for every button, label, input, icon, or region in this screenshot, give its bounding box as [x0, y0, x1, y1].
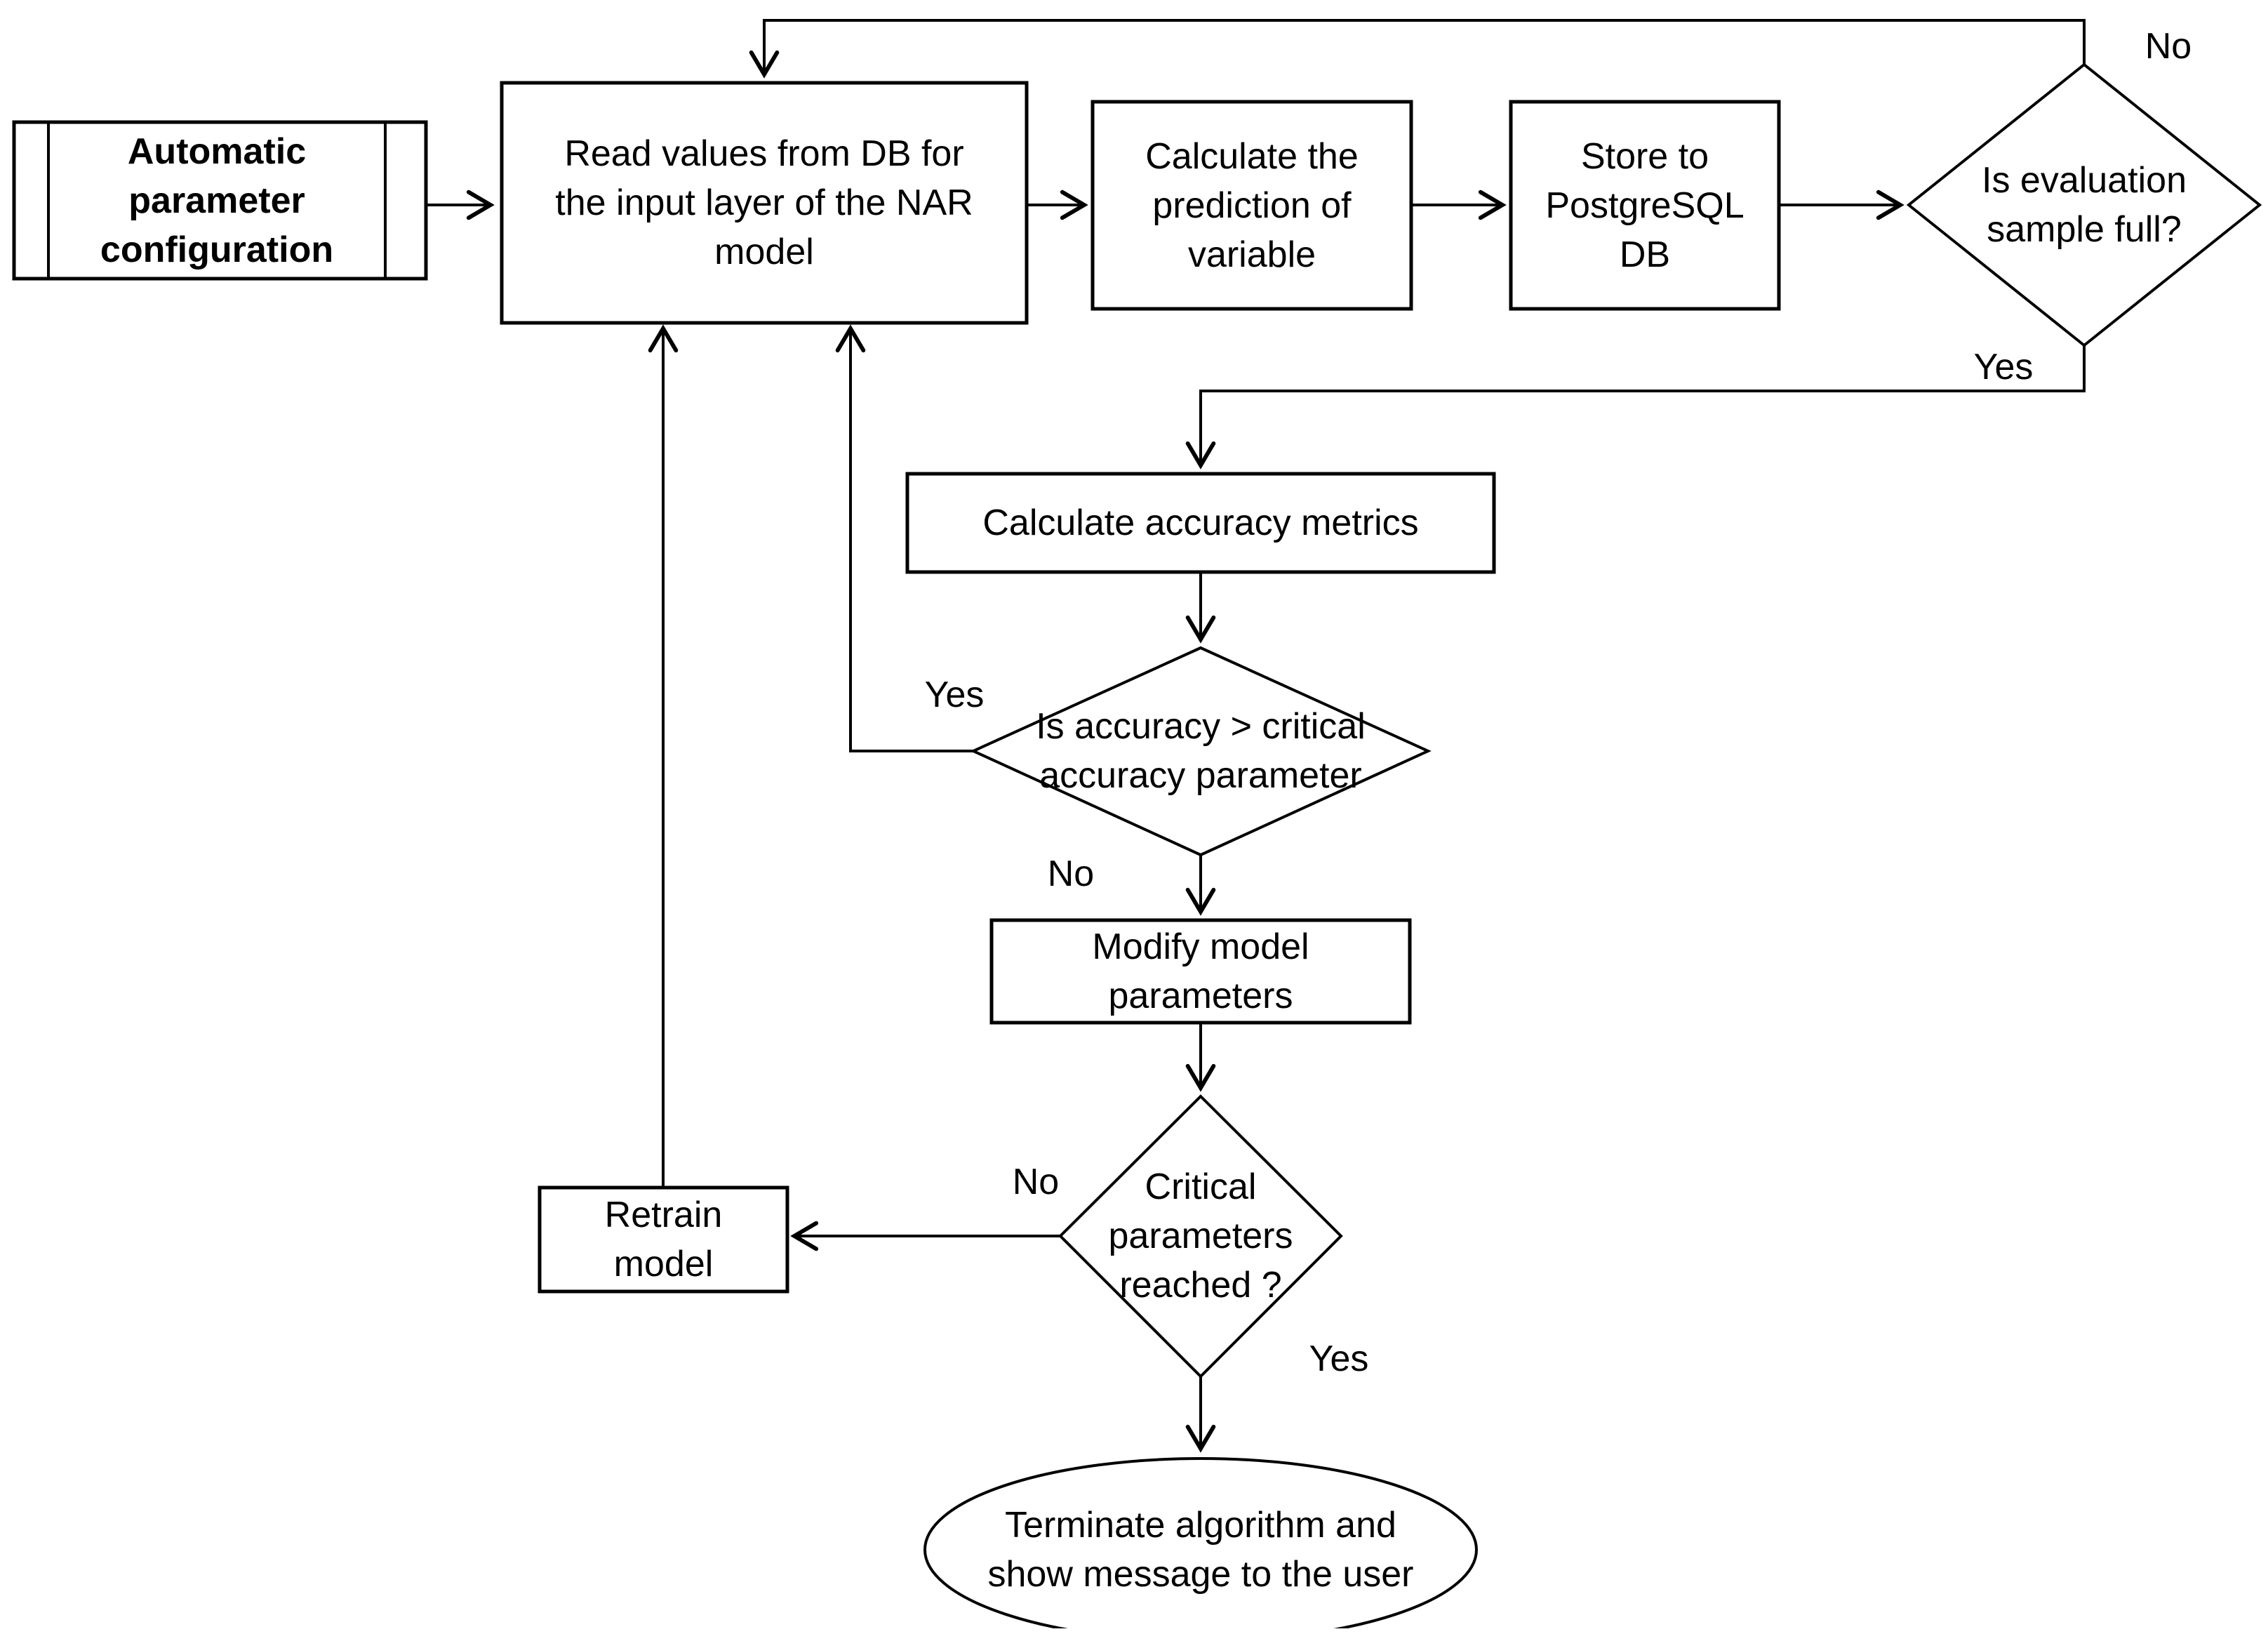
- calc-accuracy-box-shape: [905, 472, 1496, 574]
- critical-check-label: Critical parameters reached ?: [1108, 1167, 1293, 1306]
- accuracy-check-label: Is accuracy > critical accuracy paramete…: [1036, 706, 1366, 796]
- calc-prediction-label: Calculate the prediction of variable: [1145, 135, 1359, 275]
- eval-sample-full-label: Is evaluation sample full?: [1982, 160, 2187, 250]
- eval-sample-full-diamond-shape: [1906, 62, 2262, 347]
- edge-eval-yes-to-accuracy-metrics: [1185, 345, 2086, 470]
- modify-params-box-shape: [989, 918, 1412, 1025]
- edge-accuracy-yes-return: [835, 324, 973, 752]
- terminate-label: Terminate algorithm and show message to …: [987, 1505, 1414, 1595]
- accuracy-check-diamond-shape: [970, 646, 1432, 857]
- terminate-ellipse-shape: [923, 1457, 1478, 1628]
- edge-label-critical-yes: Yes: [1309, 1338, 1369, 1379]
- calc-accuracy-label: Calculate accuracy metrics: [982, 503, 1419, 543]
- retrain-model-label: Retrain model: [604, 1195, 723, 1284]
- edge-label-eval-yes: Yes: [1973, 347, 2034, 387]
- edge-label-accuracy-no: No: [1047, 853, 1095, 894]
- calc-prediction-box-shape: [1090, 100, 1413, 311]
- store-db-label: Store to PostgreSQL DB: [1545, 135, 1745, 275]
- retrain-model-box-shape: [538, 1185, 789, 1294]
- read-values-label: Read values from DB for the input layer …: [555, 133, 973, 272]
- edge-eval-no-loop: [749, 19, 2086, 79]
- auto-config-predefined-shape: [12, 120, 428, 281]
- critical-check-diamond-shape: [1058, 1094, 1343, 1378]
- edge-label-eval-no: No: [2144, 26, 2192, 67]
- read-values-box-shape: [500, 81, 1029, 325]
- edge-label-critical-no: No: [1012, 1162, 1060, 1202]
- modify-params-label: Modify model parameters: [1092, 926, 1309, 1016]
- store-db-box-shape: [1509, 100, 1781, 311]
- edge-label-accuracy-yes: Yes: [924, 675, 985, 715]
- auto-config-label: Automatic parameter configuration: [100, 131, 334, 270]
